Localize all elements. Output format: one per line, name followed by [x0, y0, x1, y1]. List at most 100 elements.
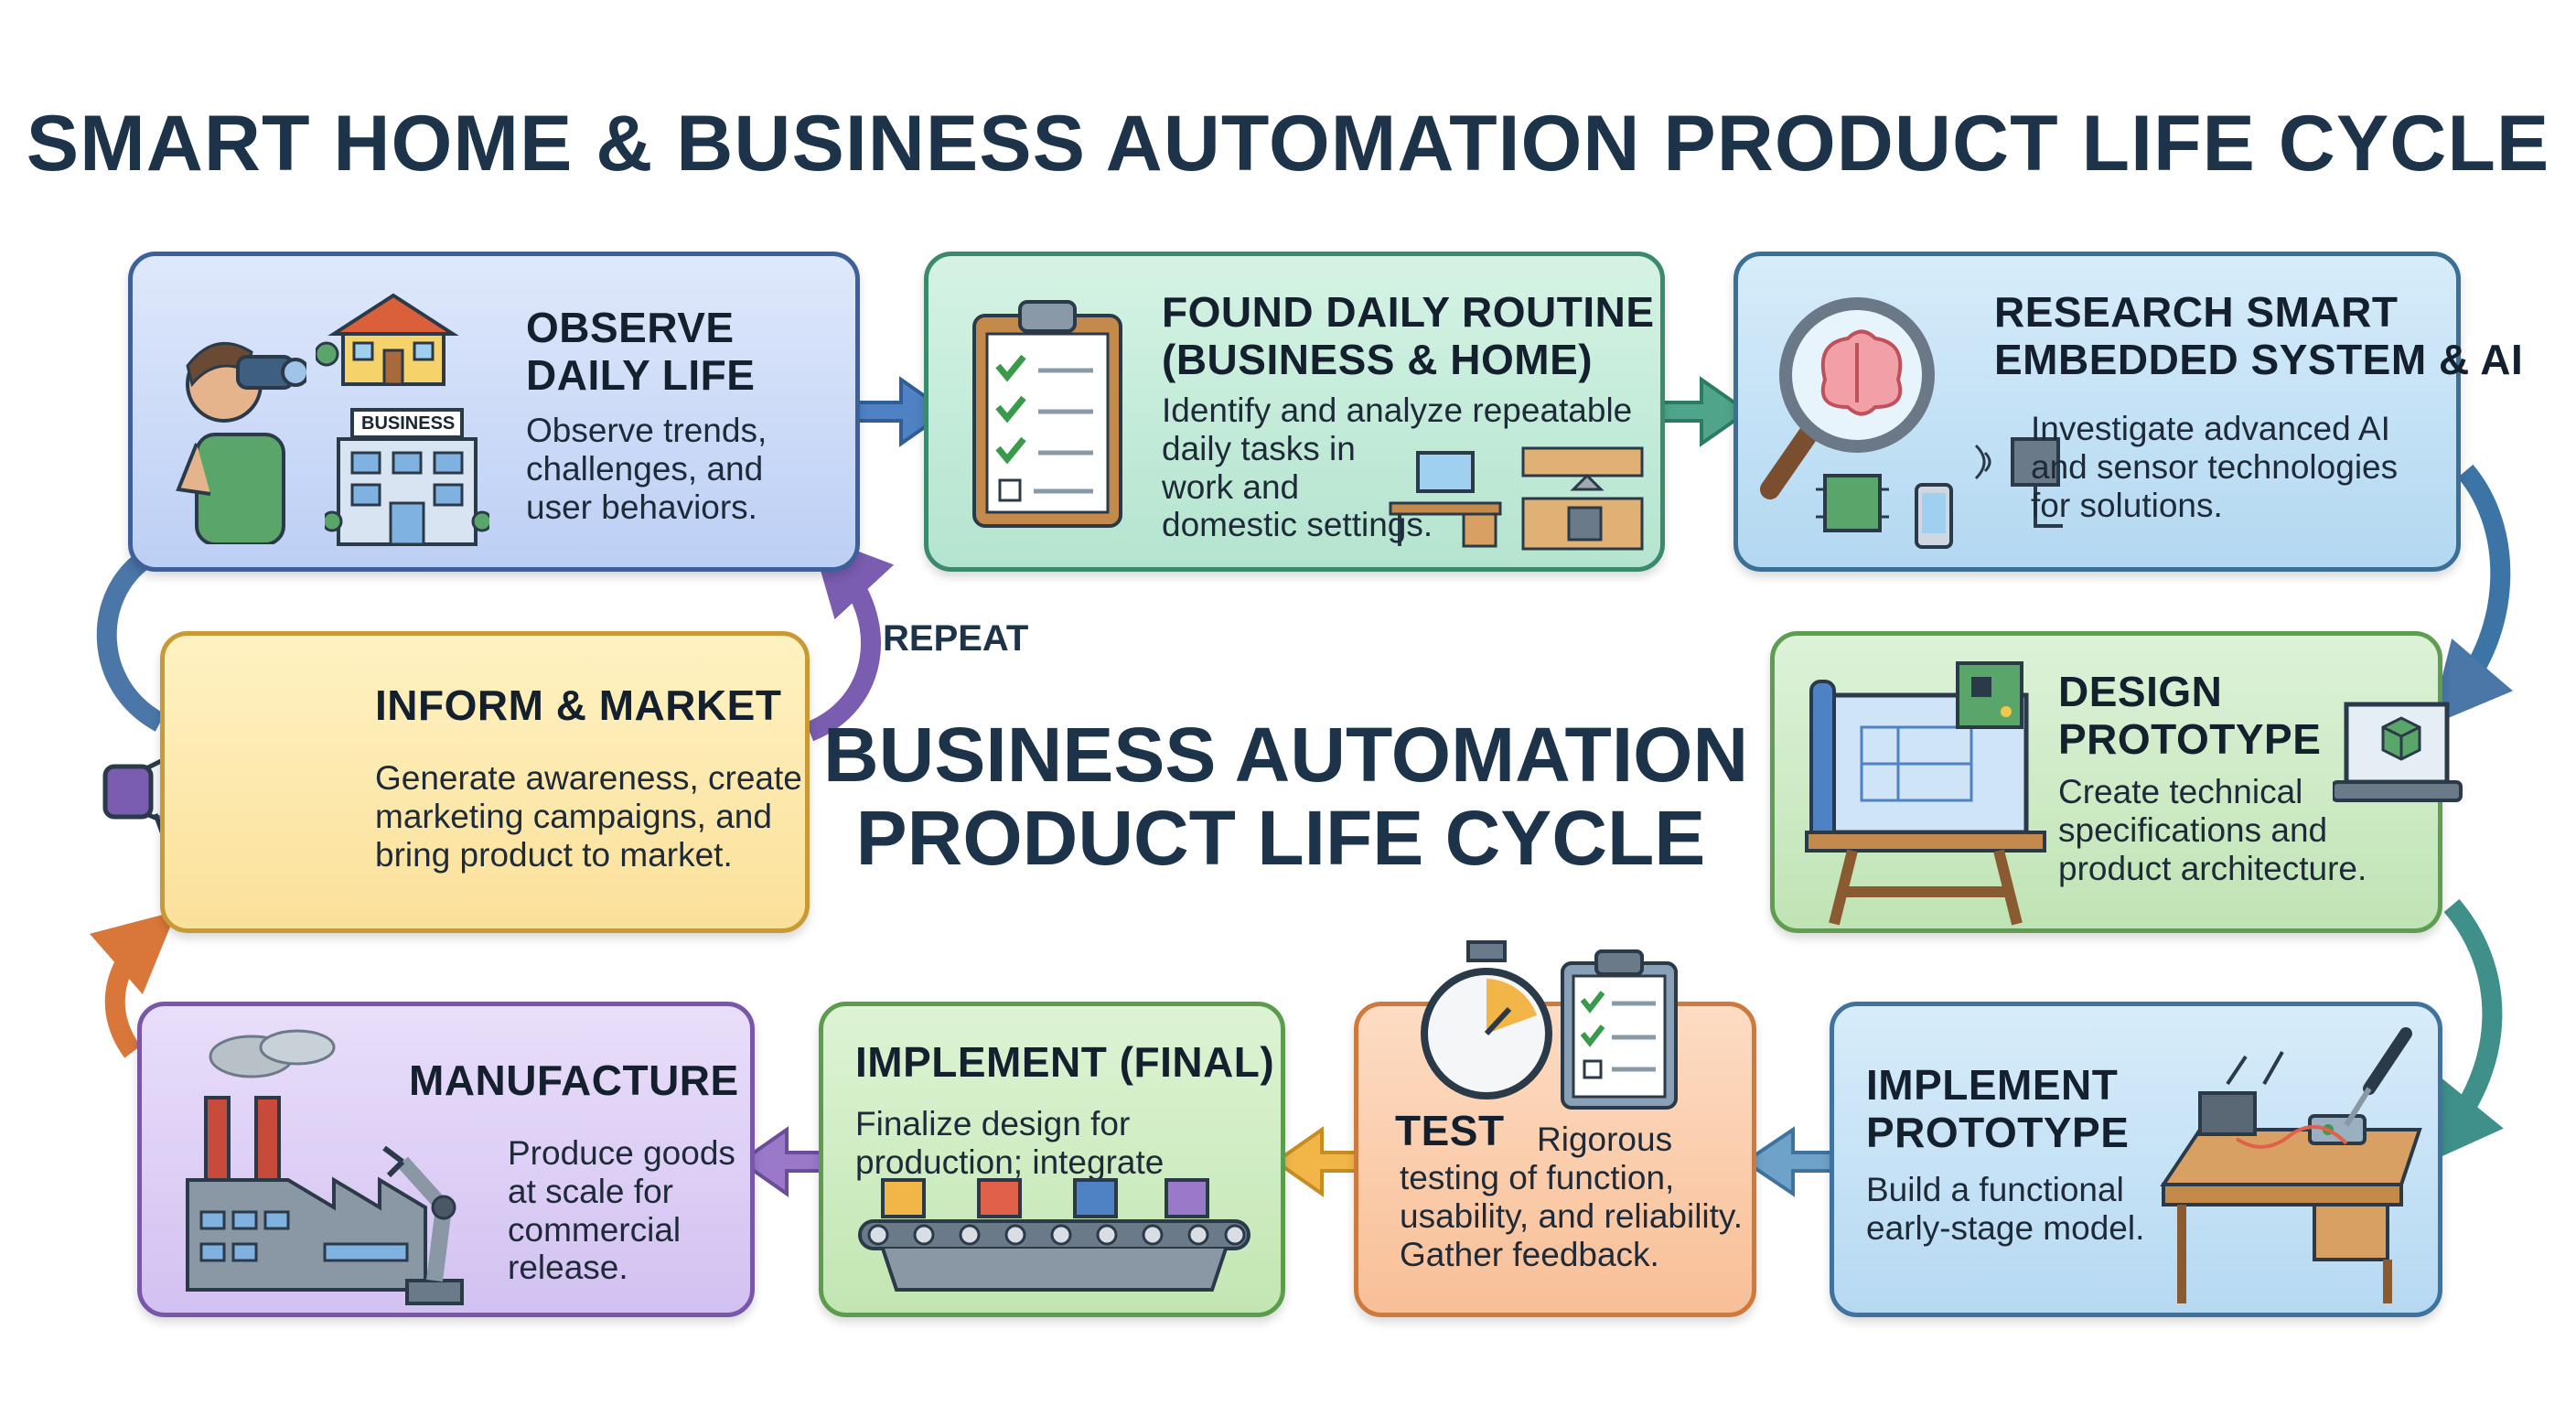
desc-line: Identify and analyze repeatable: [1162, 391, 1633, 429]
arrow-outer-loop: [96, 549, 166, 732]
stage-routine-desc: Identify and analyze repeatable daily ta…: [1162, 391, 1632, 544]
title-line: INFORM & MARKET: [375, 681, 782, 729]
factory-icon: [186, 1029, 427, 1292]
stage-observe-title: OBSERVE DAILY LIFE: [526, 304, 755, 400]
desc-line: Create technical: [2058, 773, 2303, 810]
stage-design-title: DESIGN PROTOTYPE: [2058, 668, 2321, 764]
title-line: DAILY LIFE: [526, 351, 756, 400]
stage-routine: FOUND DAILY ROUTINE (BUSINESS & HOME) Id…: [924, 252, 1665, 572]
page-title: SMART HOME & BUSINESS AUTOMATION PRODUCT…: [26, 100, 2550, 188]
soldering-iron-icon: [2344, 1027, 2412, 1127]
desc-line: Generate awareness, create: [375, 759, 802, 797]
title-line: PROTOTYPE: [1866, 1109, 2130, 1157]
arrow-design-to-implement: [2421, 898, 2504, 1166]
stage-manufacture-title: MANUFACTURE: [409, 1056, 739, 1104]
center-title-line-2: PRODUCT LIFE CYCLE: [855, 794, 1706, 881]
stage-research: RESEARCH SMART EMBEDDED SYSTEM & AI Inve…: [1733, 252, 2523, 572]
stage-implement-prototype: IMPLEMENT PROTOTYPE Build a functional e…: [1830, 1002, 2442, 1317]
stage-observe: BUSINESS OBSERVE DAILY LIFE Observe tren…: [128, 252, 860, 572]
circuit-board-icon: [1956, 661, 2023, 729]
desc-line: Produce goods: [508, 1134, 735, 1172]
chip-icon: [1816, 437, 2063, 532]
title-line: TEST: [1395, 1107, 1505, 1154]
stage-implement-prototype-title: IMPLEMENT PROTOTYPE: [1866, 1061, 2129, 1157]
desc-line: Gather feedback.: [1400, 1235, 1659, 1273]
title-line: EMBEDDED SYSTEM & AI: [1994, 336, 2524, 384]
stage-test-title: TEST: [1395, 1107, 1505, 1154]
stage-test-desc: testing of function, usability, and reli…: [1400, 1159, 1743, 1273]
stage-design-desc: Create technical specifications and prod…: [2058, 773, 2367, 887]
stage-inform: INFORM & MARKET Generate awareness, crea…: [160, 631, 810, 933]
desc-line: domestic settings.: [1162, 506, 1433, 544]
robot-arm-icon: [382, 1145, 464, 1305]
arrow-manufacture-to-inform: [89, 911, 177, 1058]
title-line: RESEARCH SMART: [1994, 288, 2399, 336]
clipboard-checklist-icon: [1561, 949, 1678, 1110]
desc-line: user behaviors.: [526, 488, 757, 526]
phone-icon: [1915, 483, 1953, 549]
laptop-cube-icon: [2333, 702, 2463, 802]
binoculars-person-icon: [176, 341, 306, 544]
kitchen-icon: [1521, 446, 1644, 551]
desc-line: product architecture.: [2058, 849, 2367, 887]
title-line: MANUFACTURE: [409, 1056, 739, 1104]
desc-line: and sensor technologies: [2031, 447, 2399, 486]
stage-implement-prototype-desc: Build a functional early-stage model.: [1866, 1171, 2144, 1248]
desk-computer-icon: [1389, 451, 1502, 548]
desc-line: Build a functional: [1866, 1171, 2124, 1208]
stage-design: DESIGN PROTOTYPE Create technical specif…: [1770, 631, 2463, 933]
stage-research-desc: Investigate advanced AI and sensor techn…: [2031, 410, 2398, 524]
stage-inform-title: INFORM & MARKET: [375, 681, 781, 729]
desc-line: Investigate advanced AI: [2031, 410, 2390, 447]
title-line: (BUSINESS & HOME): [1162, 336, 1594, 384]
title-line: DESIGN: [2058, 668, 2223, 715]
repeat-label: REPEAT: [883, 618, 1029, 659]
desc-line: production; integrate: [855, 1142, 1165, 1181]
stage-routine-title: FOUND DAILY ROUTINE (BUSINESS & HOME): [1162, 288, 1655, 384]
clipboard-checklist-icon: [972, 300, 1122, 528]
desc-line: Rigorous: [1537, 1121, 1673, 1158]
desc-line: bring product to market.: [375, 835, 733, 874]
desc-line: specifications and: [2058, 810, 2328, 849]
stage-inform-desc: Generate awareness, create marketing cam…: [375, 759, 802, 874]
drafting-table-icon: [1805, 680, 2046, 926]
title-line: FOUND DAILY ROUTINE: [1162, 288, 1655, 336]
title-line: IMPLEMENT (FINAL): [855, 1038, 1275, 1086]
arrow-implement-to-test: [1742, 1126, 1845, 1197]
arrow-repeat: [805, 532, 895, 742]
desc-line: challenges, and: [526, 449, 764, 488]
business-sign: BUSINESS: [361, 413, 456, 434]
desc-line: commercial: [508, 1210, 682, 1249]
center-title: BUSINESS AUTOMATION PRODUCT LIFE CYCLE: [823, 712, 1749, 881]
stage-research-title: RESEARCH SMART EMBEDDED SYSTEM & AI: [1994, 288, 2523, 384]
stage-implement-final-desc: Finalize design for production; integrat…: [855, 1105, 1164, 1182]
stopwatch-icon: [1421, 940, 1552, 1099]
arrow-research-to-design: [2430, 464, 2514, 726]
desc-line: Finalize design for: [855, 1105, 1131, 1142]
desc-line: Observe trends,: [526, 412, 767, 449]
desc-line: testing of function,: [1400, 1159, 1675, 1196]
stage-test: TEST Rigorous testing of function, usabi…: [1354, 1002, 1756, 1317]
stage-test-desc-first: Rigorous: [1537, 1121, 1672, 1159]
stage-manufacture: MANUFACTURE Produce goods at scale for c…: [137, 1002, 755, 1317]
desc-line: marketing campaigns, and: [375, 797, 772, 835]
desc-line: daily tasks in: [1162, 429, 1356, 467]
desc-line: at scale for: [508, 1172, 673, 1210]
center-title-line-1: BUSINESS AUTOMATION: [823, 712, 1749, 798]
conveyor-belt-icon: [858, 1178, 1250, 1292]
stage-implement-final: IMPLEMENT (FINAL) Finalize design for pr…: [819, 1002, 1285, 1317]
business-building-icon: [325, 408, 489, 546]
desc-line: for solutions.: [2031, 486, 2223, 524]
desc-line: work and: [1162, 467, 1300, 506]
magnifier-brain-icon: [1760, 297, 1935, 499]
desc-line: early-stage model.: [1866, 1208, 2145, 1247]
title-line: IMPLEMENT: [1866, 1061, 2119, 1109]
house-icon: [316, 293, 459, 386]
stage-implement-final-title: IMPLEMENT (FINAL): [855, 1038, 1274, 1086]
title-line: OBSERVE: [526, 304, 735, 351]
stage-observe-desc: Observe trends, challenges, and user beh…: [526, 412, 767, 526]
stage-manufacture-desc: Produce goods at scale for commercial re…: [508, 1134, 735, 1287]
desc-line: usability, and reliability.: [1400, 1196, 1743, 1235]
desc-line: release.: [508, 1249, 628, 1287]
